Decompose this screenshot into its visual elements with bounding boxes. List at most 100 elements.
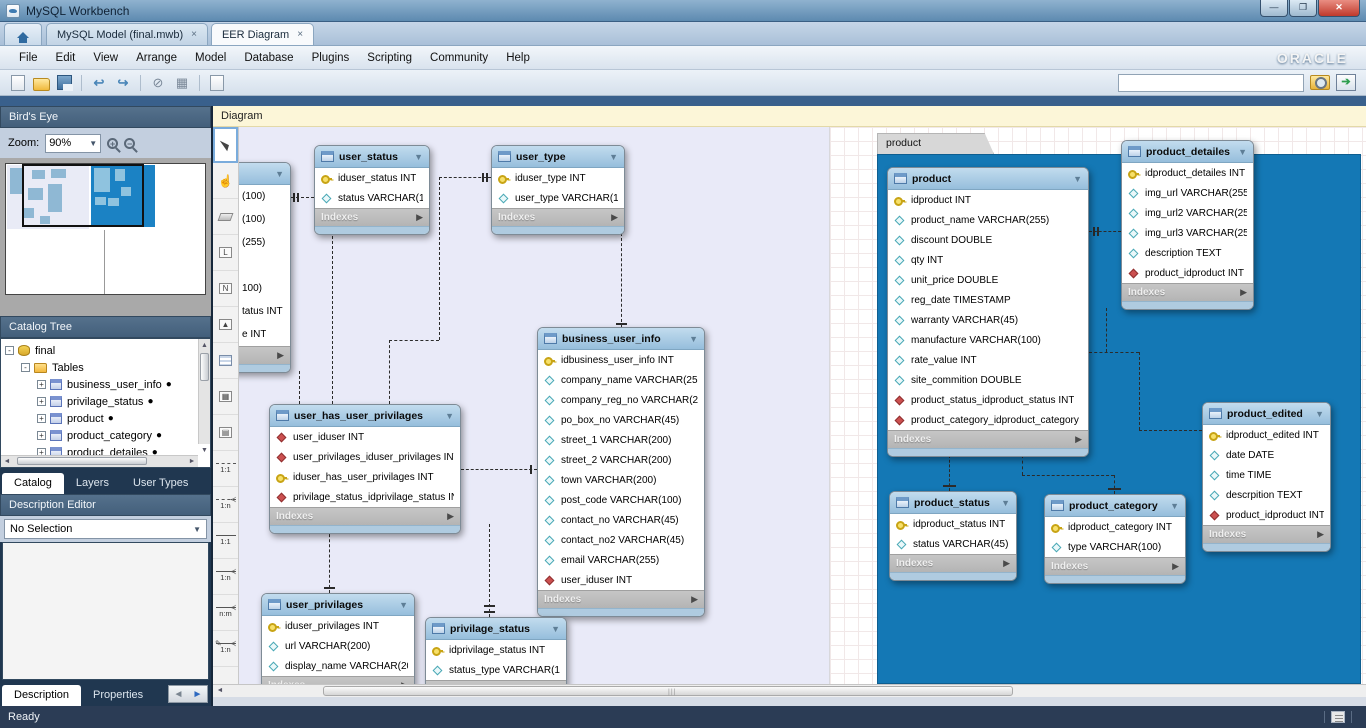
column-row[interactable]: street_1 VARCHAR(200) <box>538 430 704 450</box>
indexes-row[interactable]: Indexes▶ <box>888 430 1088 448</box>
column-row[interactable]: product_status_idproduct_status INT <box>888 390 1088 410</box>
zoom-select[interactable]: 90%▼ <box>45 133 102 153</box>
column-row[interactable]: user_privilages_iduser_privilages INT <box>270 447 460 467</box>
redo-icon[interactable]: ↪ <box>117 74 129 90</box>
tree-item-privilage_status[interactable]: +privilage_status● <box>5 393 210 410</box>
table-header[interactable]: product_category▼ <box>1045 495 1185 517</box>
collapse-arrow-icon[interactable]: ▼ <box>1315 408 1324 419</box>
column-row[interactable]: privilage_status_idprivilage_status INT <box>270 487 460 507</box>
table-tool[interactable] <box>213 343 238 379</box>
column-row[interactable]: type VARCHAR(100) <box>1045 537 1185 557</box>
tab-nav-right-icon[interactable]: ► <box>192 688 203 700</box>
menu-item-file[interactable]: File <box>19 51 38 64</box>
image-tool[interactable]: ▲ <box>213 307 238 343</box>
collapse-arrow-icon[interactable]: ▼ <box>275 168 284 179</box>
column-row[interactable]: manufacture VARCHAR(100) <box>888 330 1088 350</box>
rel-11-non-identifying-tool[interactable]: 1:1 <box>213 451 238 487</box>
new-diagram-icon[interactable] <box>210 74 224 91</box>
column-row[interactable]: company_reg_no VARCHAR(200) <box>538 390 704 410</box>
indexes-row[interactable]: Indexes▶ <box>1203 525 1330 543</box>
table-header[interactable]: ▼ <box>239 163 290 185</box>
column-row[interactable]: idbusiness_user_info INT <box>538 350 704 370</box>
table-business_user_info[interactable]: business_user_info▼idbusiness_user_info … <box>537 327 705 617</box>
view-tool[interactable]: ▦ <box>213 379 238 415</box>
collapse-arrow-icon[interactable]: ▼ <box>551 623 560 634</box>
column-row[interactable]: status VARCHAR(100) <box>315 188 429 208</box>
open-folder-icon[interactable] <box>33 77 50 91</box>
collapse-arrow-icon[interactable]: ▼ <box>1001 497 1010 508</box>
grid-icon[interactable]: ▦ <box>175 74 189 90</box>
column-row[interactable]: iduser_has_user_privilages INT <box>270 467 460 487</box>
tree-item-product[interactable]: +product● <box>5 410 210 427</box>
zoom-out-icon[interactable]: − <box>124 137 136 149</box>
tree-item-business_user_info[interactable]: +business_user_info● <box>5 376 210 393</box>
column-row[interactable]: post_code VARCHAR(100) <box>538 490 704 510</box>
menu-item-arrange[interactable]: Arrange <box>136 51 177 64</box>
column-row[interactable]: product_idproduct INT <box>1203 505 1330 525</box>
tab-layers[interactable]: Layers <box>75 477 109 489</box>
select-tool[interactable] <box>213 127 238 163</box>
column-row[interactable]: time TIME <box>1203 465 1330 485</box>
column-row[interactable]: iduser_type INT <box>492 168 624 188</box>
collapse-arrow-icon[interactable]: ▼ <box>609 151 618 162</box>
indexes-row[interactable]: Indexes▶ <box>890 554 1016 572</box>
column-row[interactable] <box>239 254 290 277</box>
column-row[interactable]: e INT <box>239 323 290 346</box>
collapse-arrow-icon[interactable]: ▼ <box>399 599 408 610</box>
expander-icon[interactable]: + <box>37 380 46 389</box>
column-row[interactable]: product_idproduct INT <box>1122 263 1253 283</box>
column-row[interactable]: img_url VARCHAR(255) <box>1122 183 1253 203</box>
rel-1n-identifying-tool[interactable]: ≺1:n <box>213 559 238 595</box>
column-row[interactable]: idproduct INT <box>888 190 1088 210</box>
catalog-vertical-scrollbar[interactable]: ▲▼ <box>198 339 210 454</box>
rel-11-identifying-tool[interactable]: 1:1 <box>213 523 238 559</box>
column-row[interactable]: img_url2 VARCHAR(255) <box>1122 203 1253 223</box>
table-header[interactable]: user_type▼ <box>492 146 624 168</box>
column-row[interactable]: iduser_privilages INT <box>262 616 414 636</box>
column-row[interactable]: 100) <box>239 277 290 300</box>
note-tool[interactable]: N <box>213 271 238 307</box>
table-header[interactable]: product_detailes▼ <box>1122 141 1253 163</box>
column-row[interactable]: (255) <box>239 231 290 254</box>
tab-user-types[interactable]: User Types <box>132 477 189 489</box>
menu-item-edit[interactable]: Edit <box>55 51 76 64</box>
tab-nav-left-icon[interactable]: ◄ <box>173 688 184 700</box>
column-row[interactable]: user_type VARCHAR(100) <box>492 188 624 208</box>
minimap-viewport[interactable] <box>22 164 144 227</box>
log-icon[interactable] <box>1331 711 1345 723</box>
collapse-arrow-icon[interactable]: ▼ <box>414 151 423 162</box>
menu-item-help[interactable]: Help <box>506 51 530 64</box>
rel-pick-tool[interactable]: ≺1:n✎ <box>213 631 238 667</box>
column-row[interactable]: idproduct_detailes INT <box>1122 163 1253 183</box>
indexes-row[interactable]: Indexes▶ <box>492 208 624 226</box>
tree-item-final[interactable]: -final <box>5 342 210 359</box>
rel-1n-non-identifying-tool[interactable]: ≺1:n <box>213 487 238 523</box>
menu-item-database[interactable]: Database <box>244 51 294 64</box>
tab-eer-diagram[interactable]: EER Diagram × <box>210 23 315 45</box>
column-row[interactable]: email VARCHAR(255) <box>538 550 704 570</box>
table-header[interactable]: product_edited▼ <box>1203 403 1330 425</box>
maximize-button[interactable]: ❐ <box>1289 0 1317 17</box>
column-row[interactable]: (100) <box>239 208 290 231</box>
column-row[interactable]: company_name VARCHAR(255) <box>538 370 704 390</box>
product-layer-tab[interactable]: product <box>877 133 994 154</box>
column-row[interactable]: contact_no2 VARCHAR(45) <box>538 530 704 550</box>
menu-item-plugins[interactable]: Plugins <box>311 51 350 64</box>
save-icon[interactable] <box>57 75 73 91</box>
table-header[interactable]: user_has_user_privilages▼ <box>270 405 460 427</box>
diagram-horizontal-scrollbar[interactable]: ◄ ||| <box>213 684 1366 697</box>
menu-item-view[interactable]: View <box>93 51 119 64</box>
table-user_has_user_privilages[interactable]: user_has_user_privilages▼user_iduser INT… <box>269 404 461 534</box>
column-row[interactable]: warranty VARCHAR(45) <box>888 310 1088 330</box>
expander-icon[interactable]: + <box>37 431 46 440</box>
menu-item-model[interactable]: Model <box>195 51 227 64</box>
column-row[interactable]: rate_value INT <box>888 350 1088 370</box>
column-row[interactable]: idproduct_category INT <box>1045 517 1185 537</box>
close-tab-icon[interactable]: × <box>191 29 197 40</box>
